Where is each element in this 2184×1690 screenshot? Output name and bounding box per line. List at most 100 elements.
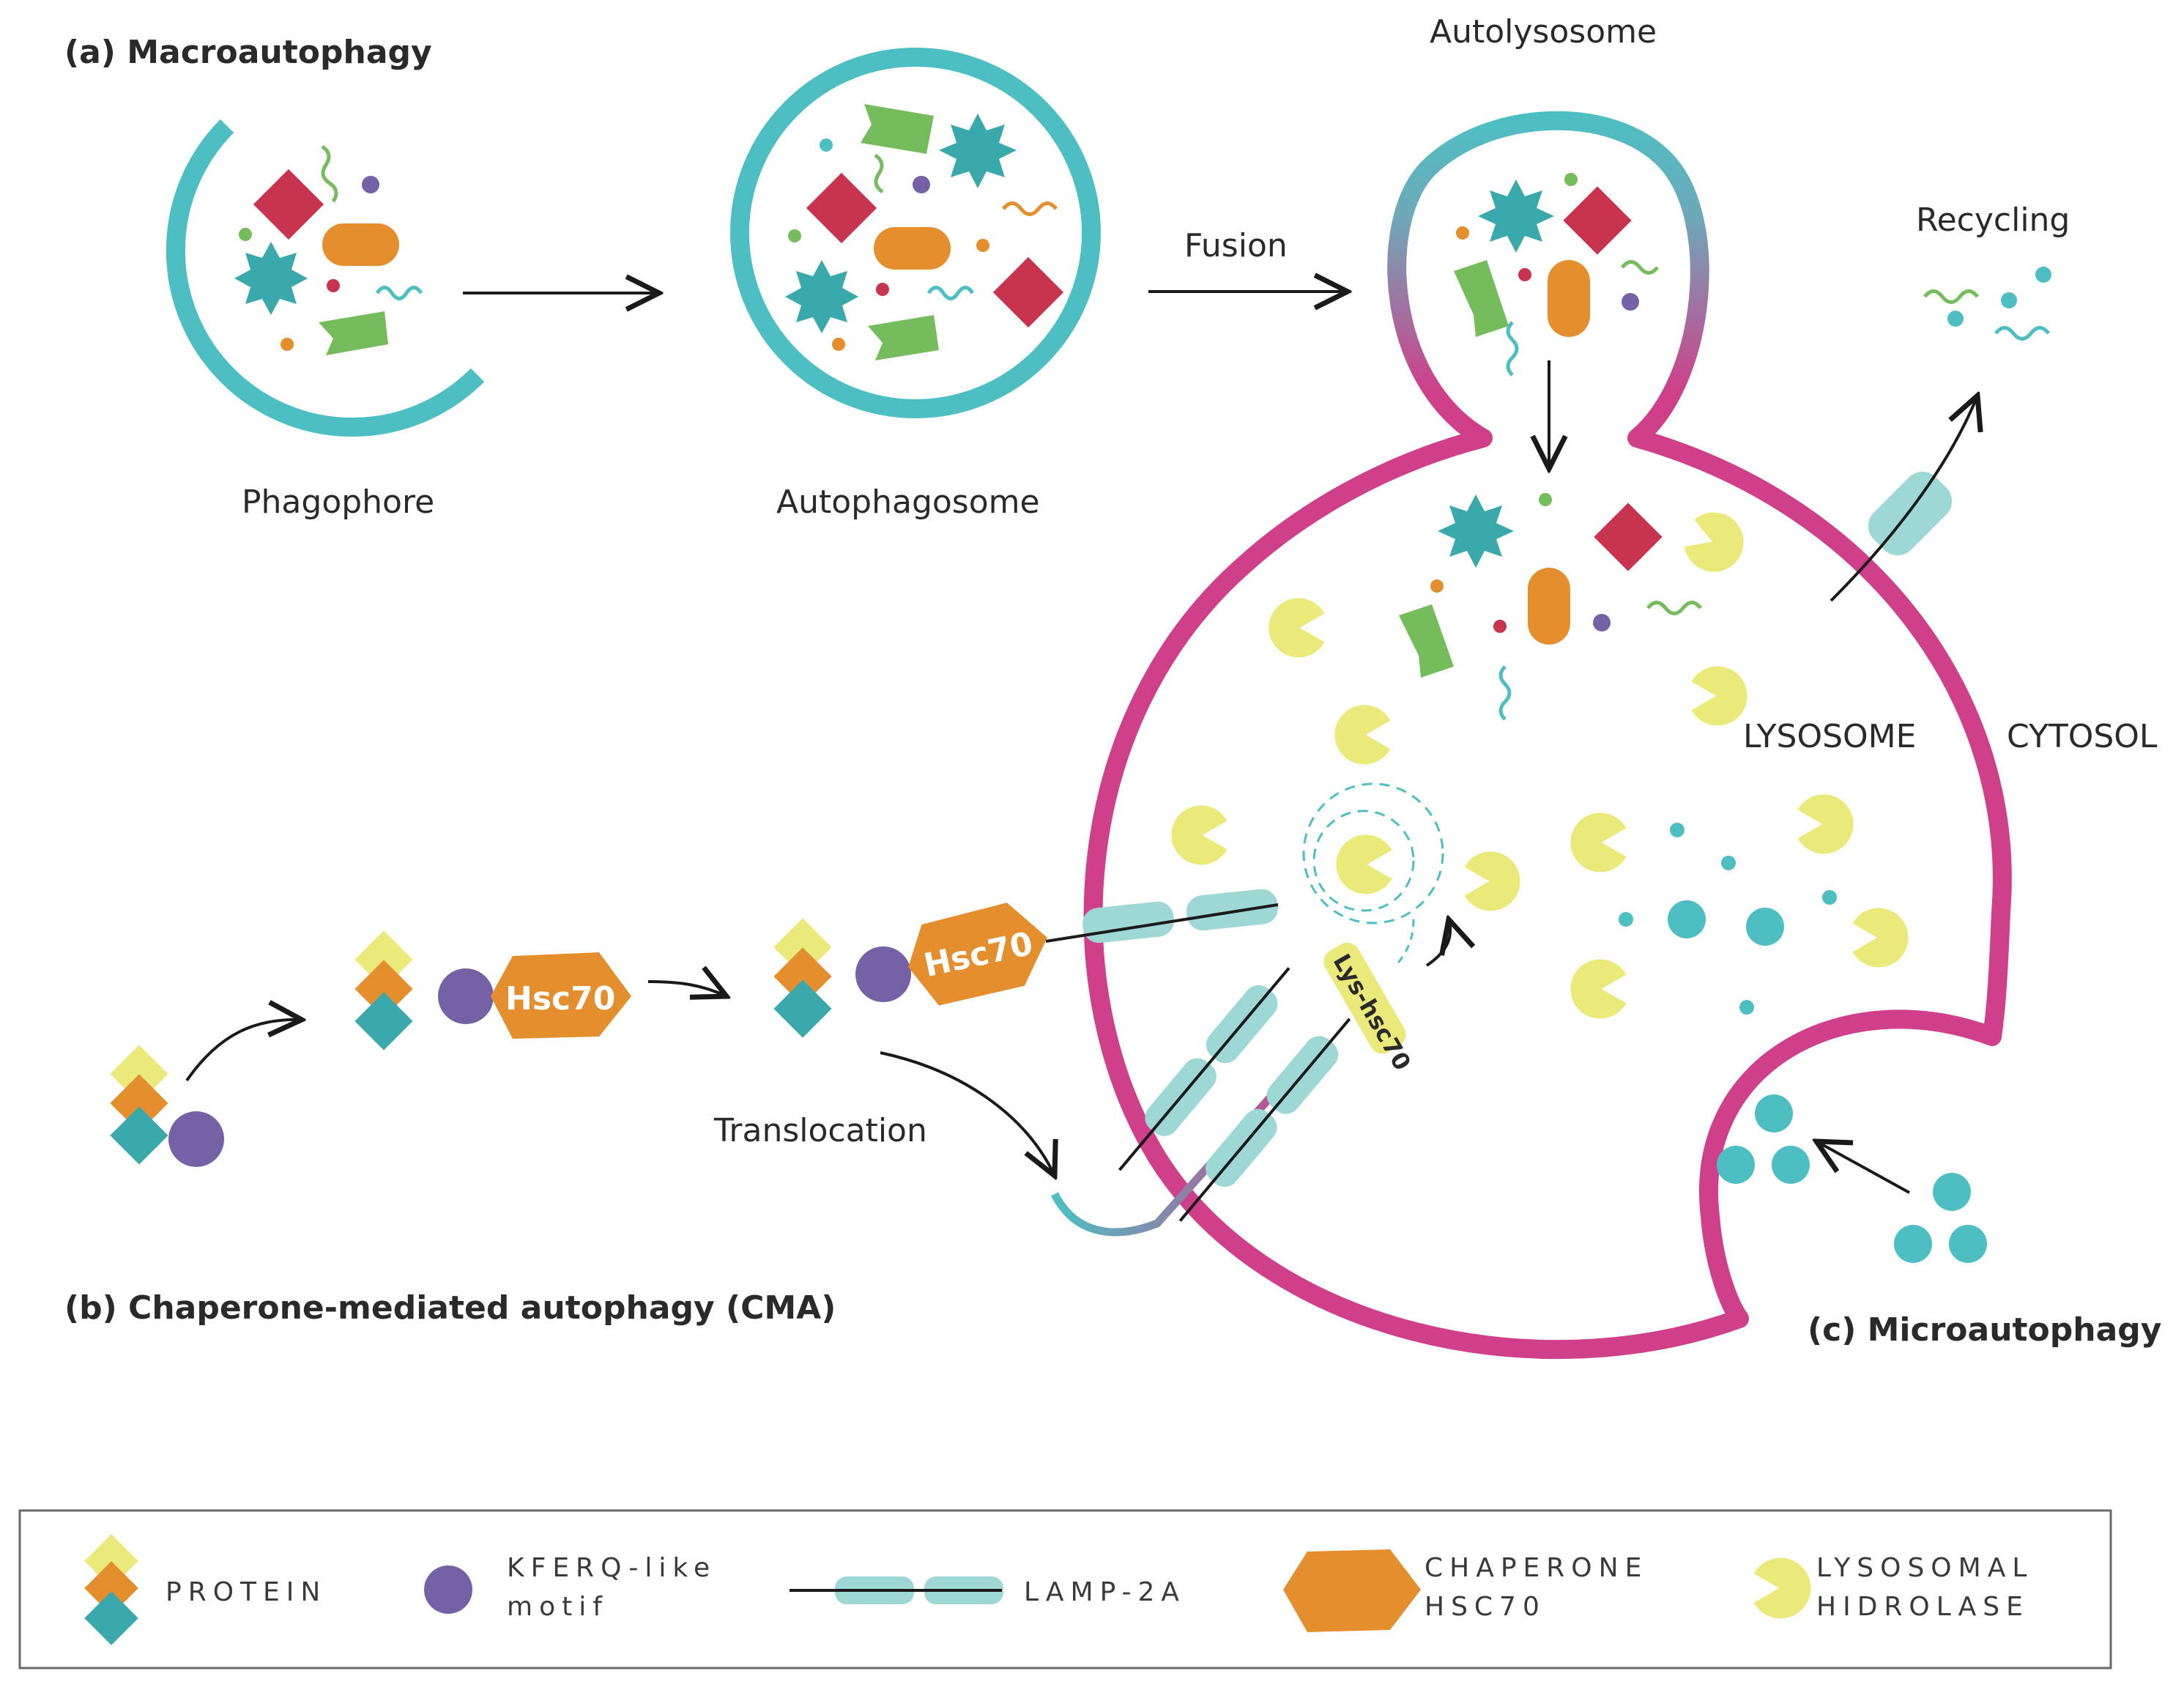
label-autophagosome: Autophagosome xyxy=(776,483,1040,521)
degraded-dots xyxy=(1619,823,1837,1015)
legend-protein: PROTEIN xyxy=(84,1534,327,1645)
cargo-orange-capsule xyxy=(1548,260,1590,337)
legend-protein-label: PROTEIN xyxy=(166,1577,327,1607)
dashed-tail xyxy=(1394,919,1415,968)
kferq-motif xyxy=(424,1565,472,1614)
protein-teal xyxy=(84,1591,138,1645)
phagophore xyxy=(166,119,485,437)
dashed-vesicle xyxy=(1302,782,1444,968)
cma-substrate-1 xyxy=(110,1045,224,1167)
cargo-teal-squiggle xyxy=(926,286,975,300)
autolysosome-contents xyxy=(1454,173,1659,377)
cargo-green-ribbon xyxy=(1454,260,1509,337)
cargo-orange-squiggle xyxy=(1002,201,1058,216)
hsc70-label: Hsc70 xyxy=(505,980,615,1018)
legend-chaperone-line1: CHAPERONE xyxy=(1425,1553,1648,1583)
cargo-red-diamond xyxy=(992,256,1064,328)
protein-teal xyxy=(773,979,832,1038)
cargo-green-ribbon xyxy=(1399,604,1454,678)
teal-dot xyxy=(1670,823,1685,837)
teal-dot xyxy=(2001,292,2017,308)
lamp-line xyxy=(1178,1018,1351,1222)
hsc70-chaperone xyxy=(1283,1549,1421,1632)
teal-dot-large xyxy=(1933,1173,1971,1211)
cargo-orange-capsule xyxy=(874,227,951,270)
cytosolic-cargo xyxy=(1894,1173,1987,1263)
cargo-orange-capsule xyxy=(322,223,399,266)
protein-orange xyxy=(354,960,413,1018)
cargo-green-dot xyxy=(1564,173,1578,186)
lys-hsc70-label: Lys-hsc70 xyxy=(1328,949,1416,1075)
cargo-green-squiggle xyxy=(1646,601,1702,615)
cargo-red-diamond xyxy=(253,168,324,240)
protein-teal xyxy=(354,992,413,1050)
cargo-green-dot xyxy=(1539,493,1552,506)
protein-orange xyxy=(84,1561,138,1615)
arrow-microautophagy xyxy=(1816,1141,1910,1194)
kferq-motif xyxy=(168,1111,224,1167)
cargo-teal-star xyxy=(939,114,1017,188)
protein-yellow xyxy=(354,930,413,989)
legend-hydrolase-line1: LYSOSOMAL xyxy=(1816,1553,2033,1583)
green-squiggle xyxy=(1923,289,1979,304)
kferq-motif xyxy=(855,946,911,1002)
arrow-translocation xyxy=(880,1051,1055,1176)
label-autolysosome: Autolysosome xyxy=(1430,13,1657,51)
cargo-orange-capsule xyxy=(1528,568,1570,645)
teal-dot-large xyxy=(1772,1146,1810,1184)
hydrolase-icon xyxy=(1171,805,1227,865)
cargo-orange-dot xyxy=(1430,579,1444,593)
cargo-green-squiggle xyxy=(874,153,884,194)
label-lysosome: LYSOSOME xyxy=(1743,718,1916,755)
protein-yellow xyxy=(110,1045,168,1103)
legend-lamp-label: LAMP-2A xyxy=(1024,1577,1186,1607)
teal-dot xyxy=(1947,311,1964,327)
cargo-teal-star xyxy=(1438,494,1514,568)
hsc70-chaperone xyxy=(491,952,631,1039)
protein-orange xyxy=(773,947,832,1006)
label-translocation: Translocation xyxy=(713,1112,927,1149)
cargo-teal-squiggle xyxy=(1506,321,1519,377)
label-recycling: Recycling xyxy=(1916,201,2070,239)
engulfed-cargo xyxy=(1717,1094,1810,1184)
teal-dot-large xyxy=(1894,1225,1932,1263)
recycled-products xyxy=(1923,267,2051,341)
arrow-hydrolase-release xyxy=(1425,919,1450,967)
legend-hydrolase: LYSOSOMAL HIDROLASE xyxy=(1754,1553,2033,1622)
teal-dot xyxy=(1739,1000,1754,1015)
autophagosome-membrane xyxy=(730,48,1101,418)
cargo-purple-dot xyxy=(1593,614,1611,631)
legend-chaperone-line2: HSC70 xyxy=(1425,1592,1546,1622)
legend-frame xyxy=(18,1509,2112,1669)
cma-substrate-3: Hsc70 xyxy=(773,903,1047,1038)
teal-dot-large xyxy=(1668,900,1706,938)
lamp-line xyxy=(1118,967,1290,1171)
cargo-red-dot xyxy=(876,283,889,296)
cargo-red-dot xyxy=(1493,620,1507,633)
title-microautophagy: (c) Microautophagy xyxy=(1808,1311,2161,1349)
teal-dot-large xyxy=(1755,1094,1793,1133)
degrading-cargo xyxy=(1399,493,1702,721)
cargo-orange-dot xyxy=(976,239,989,252)
arrow-recycling xyxy=(1830,396,1977,602)
hydrolase-icon xyxy=(1797,794,1854,854)
hydrolase-icon xyxy=(1679,505,1752,580)
hydrolase-icon xyxy=(1464,851,1520,911)
hydrolase-icon xyxy=(1570,812,1627,872)
hydrolase-icon xyxy=(1852,908,1909,968)
arrow-cma-step1 xyxy=(185,1020,302,1082)
legend-lamp: LAMP-2A xyxy=(790,1576,1186,1607)
cargo-teal-squiggle xyxy=(375,286,423,300)
legend-hydrolase-line2: HIDROLASE xyxy=(1816,1592,2029,1622)
cargo-purple-dot xyxy=(1622,293,1639,311)
cargo-green-ribbon xyxy=(861,104,934,154)
lys-hsc70 xyxy=(1323,942,1406,1054)
teal-dot xyxy=(1619,912,1633,927)
title-cma: (b) Chaperone-mediated autophagy (CMA) xyxy=(64,1289,836,1327)
cargo-teal-star xyxy=(1478,179,1554,253)
cargo-purple-dot xyxy=(362,176,379,193)
legend-chaperone: CHAPERONE HSC70 xyxy=(1283,1549,1648,1632)
teal-dot xyxy=(1822,890,1837,905)
teal-dot-large xyxy=(1949,1225,1987,1263)
